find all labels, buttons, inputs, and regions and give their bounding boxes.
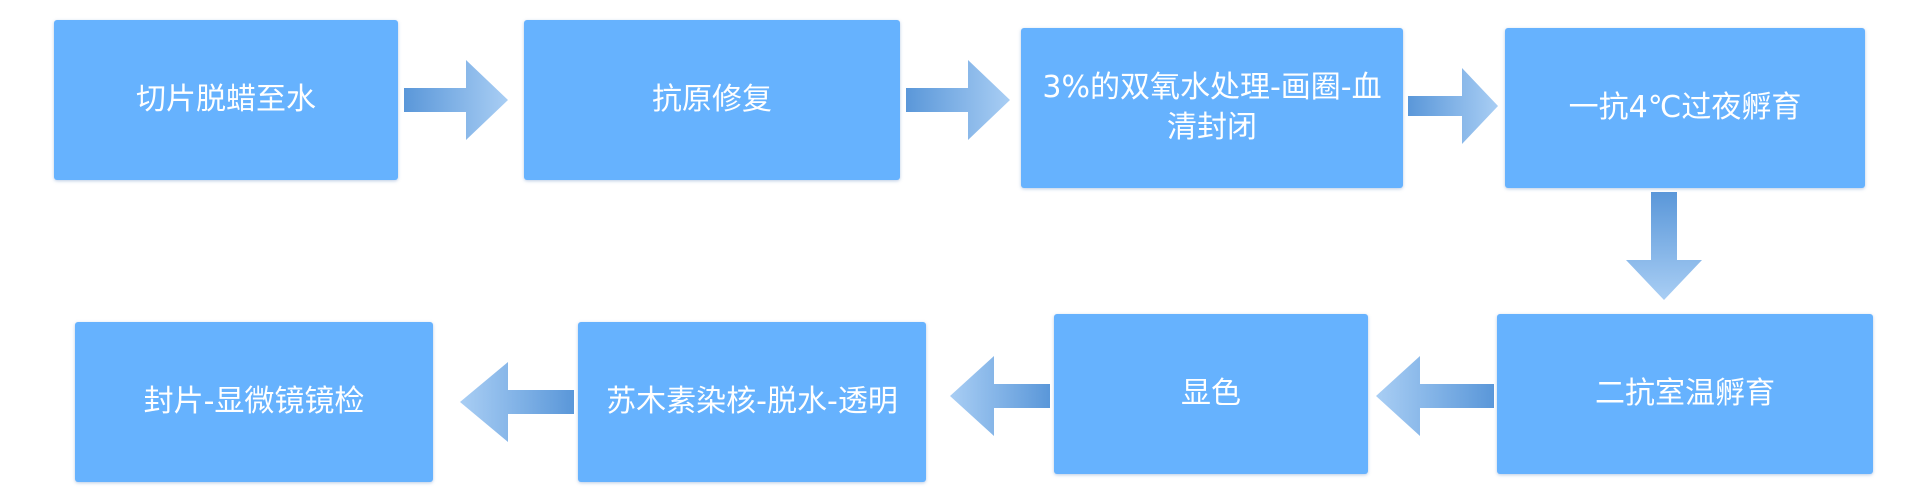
arrow-step5-to-step6 xyxy=(1376,356,1494,436)
arrow-step6-to-step7 xyxy=(950,356,1050,436)
step-box-5: 二抗室温孵育 xyxy=(1497,314,1873,474)
step-box-1: 切片脱蜡至水 xyxy=(54,20,398,180)
step-label-4: 一抗4℃过夜孵育 xyxy=(1568,90,1802,125)
step-label-5: 二抗室温孵育 xyxy=(1595,376,1775,411)
step-box-3: 3%的双氧水处理-画圈-血清封闭 xyxy=(1021,28,1403,188)
step-box-4: 一抗4℃过夜孵育 xyxy=(1505,28,1865,188)
step-box-2: 抗原修复 xyxy=(524,20,900,180)
arrow-step2-to-step3 xyxy=(906,60,1010,140)
step-label-8: 封片-显微镜镜检 xyxy=(143,384,365,419)
step-box-7: 苏木素染核-脱水-透明 xyxy=(578,322,926,482)
step-box-8: 封片-显微镜镜检 xyxy=(75,322,433,482)
step-label-1: 切片脱蜡至水 xyxy=(136,82,316,117)
arrow-step4-to-step5 xyxy=(1626,192,1702,300)
step-label-2: 抗原修复 xyxy=(652,82,772,117)
arrow-step3-to-step4 xyxy=(1408,68,1498,144)
arrow-step1-to-step2 xyxy=(404,60,508,140)
step-label-3: 3%的双氧水处理-画圈-血清封闭 xyxy=(1042,70,1382,145)
arrow-step7-to-step8 xyxy=(460,362,574,442)
step-box-6: 显色 xyxy=(1054,314,1368,474)
step-label-6: 显色 xyxy=(1181,376,1241,411)
step-label-7: 苏木素染核-脱水-透明 xyxy=(606,384,898,419)
